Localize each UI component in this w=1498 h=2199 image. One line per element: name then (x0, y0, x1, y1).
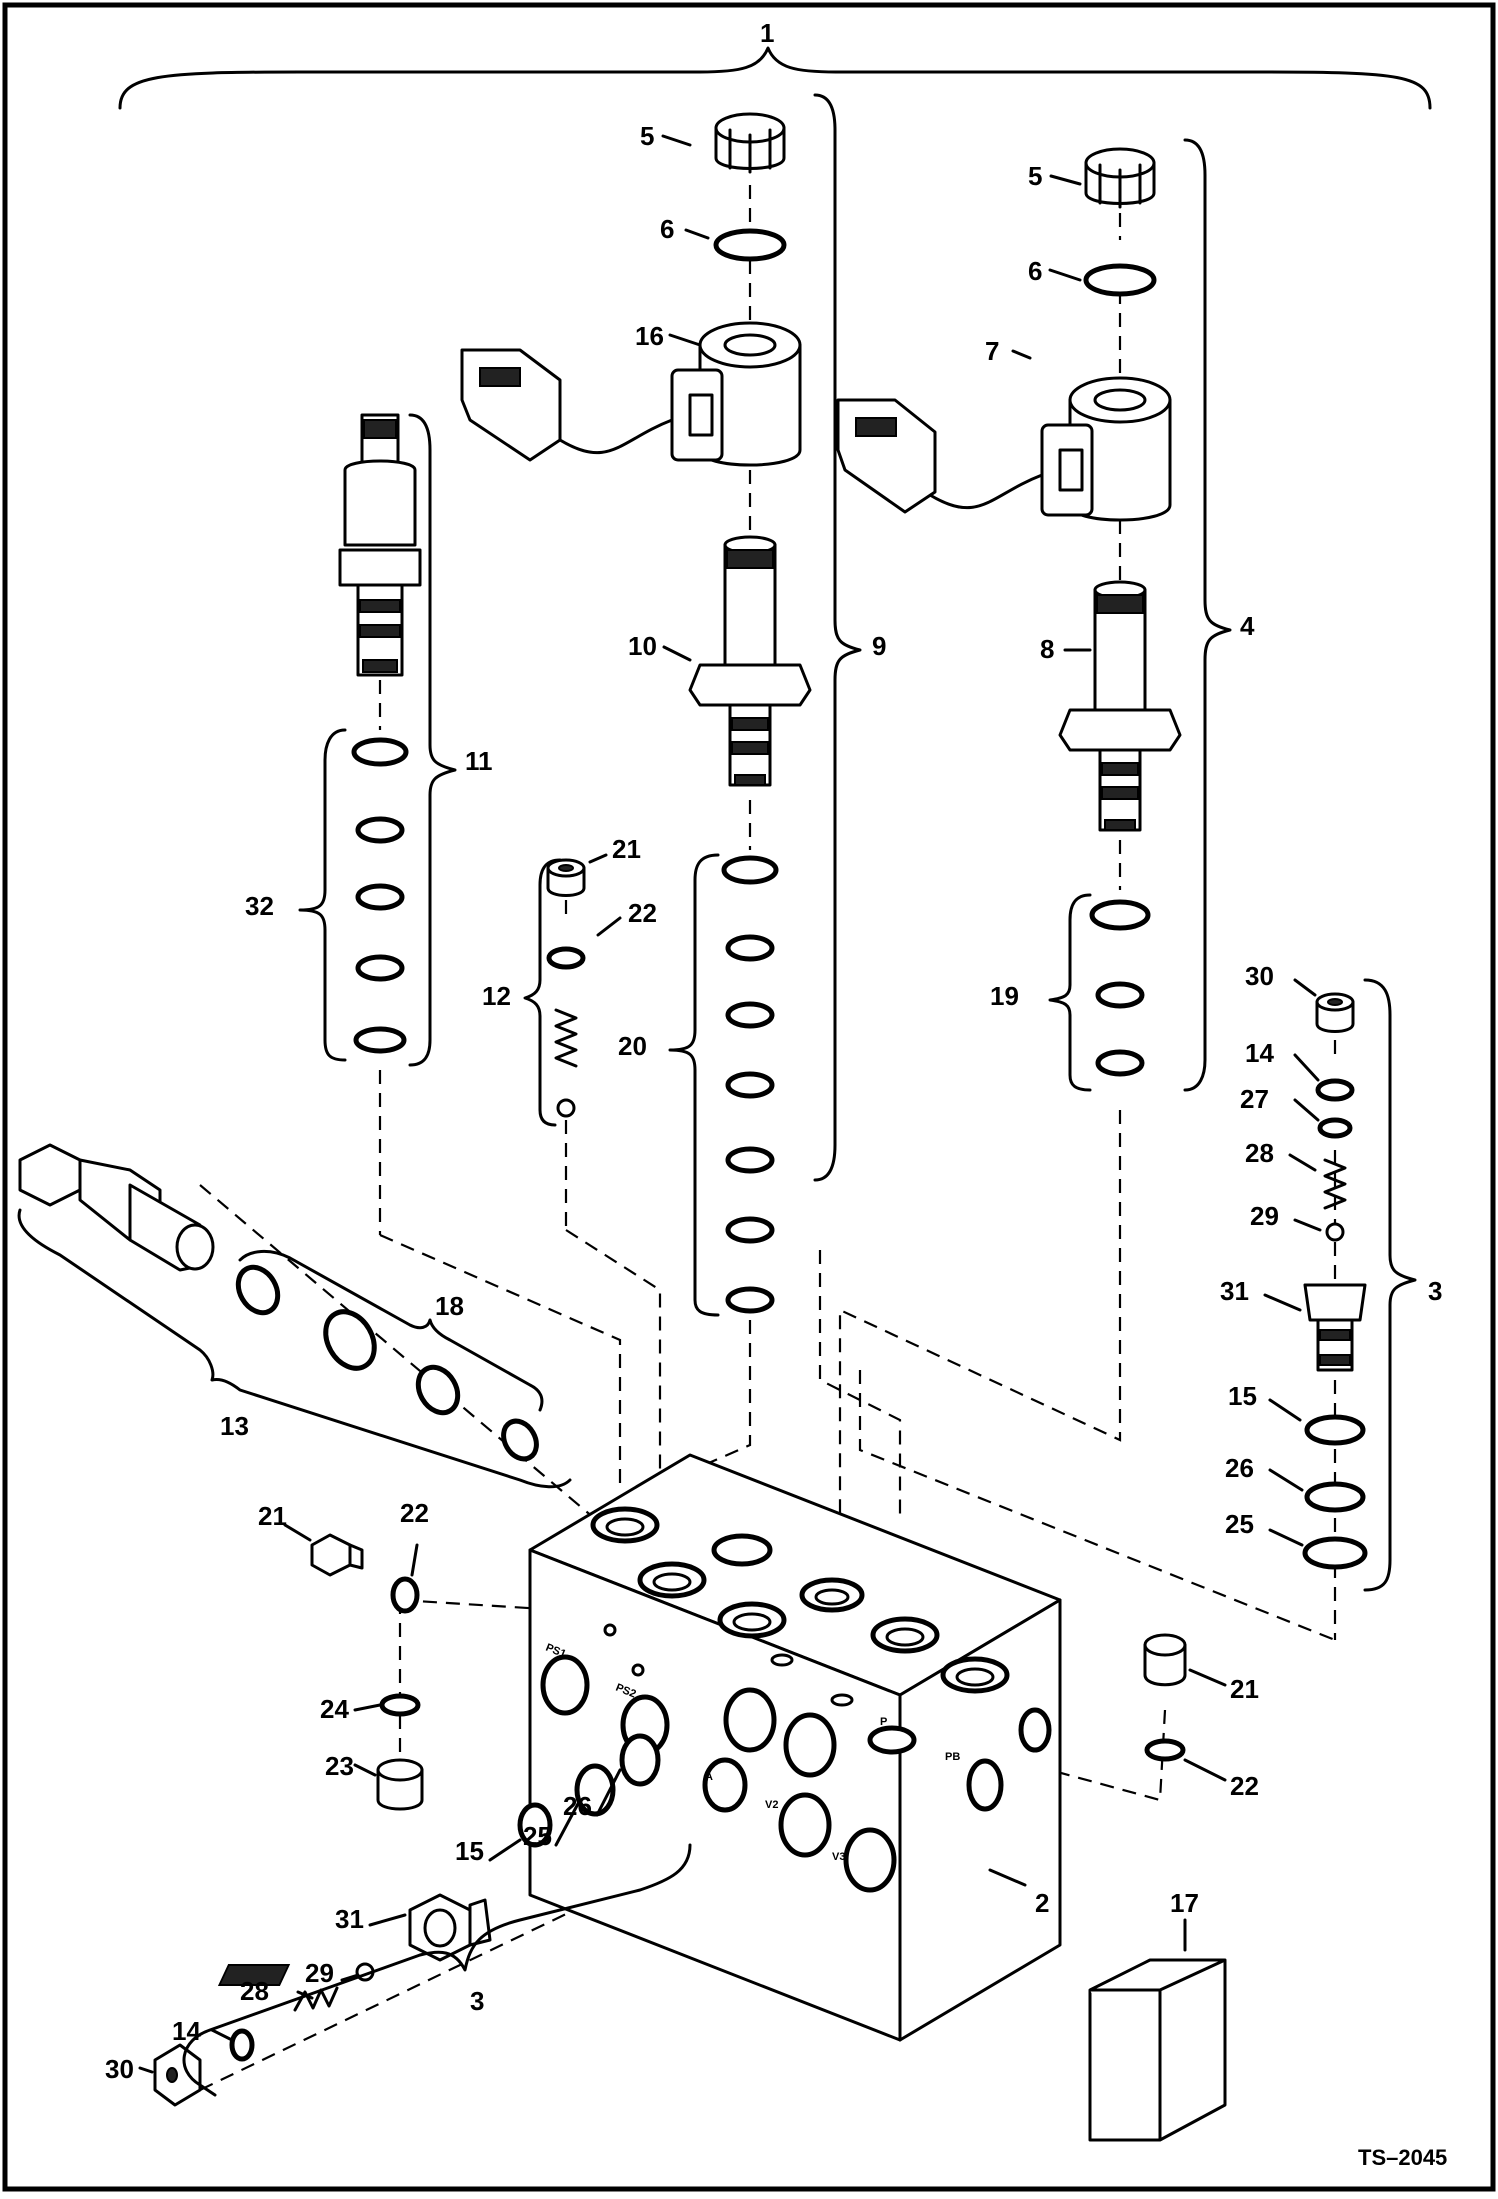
callout-22-upper: 22 (628, 898, 657, 928)
callout-31-right: 31 (1220, 1276, 1249, 1306)
brace-item-1 (118, 46, 1432, 110)
callout-14-bottom: 14 (172, 2016, 201, 2046)
seal-kit-20 (721, 855, 779, 1314)
callout-25-bottom: 25 (523, 1821, 552, 1851)
solenoid-coil-16 (460, 321, 802, 467)
check-valve-kit-3-bottom (153, 1733, 661, 2107)
plug-23 (376, 1758, 424, 1811)
callout-21-upper: 21 (612, 834, 641, 864)
check-valve-kit-3-right (1302, 992, 1368, 1570)
brace-item-11 (408, 413, 457, 1067)
port-label-v2: V2 (765, 1799, 778, 1811)
callout-3-right: 3 (1428, 1276, 1442, 1306)
callout-28-right: 28 (1245, 1138, 1274, 1168)
o-ring-24 (379, 1693, 421, 1717)
plug-21-right (1143, 1633, 1187, 1687)
seal-kit-19 (1089, 899, 1151, 1077)
plug-21-left (310, 1533, 364, 1577)
callout-14-right: 14 (1245, 1038, 1274, 1068)
port-label-a: A (705, 1771, 713, 1783)
leader-lines (138, 134, 1322, 2074)
pressure-switch-11 (338, 413, 422, 677)
callout-20: 20 (618, 1031, 647, 1061)
callout-24: 24 (320, 1694, 349, 1724)
valve-cartridge-8 (1058, 580, 1182, 832)
centerlines (199, 185, 1337, 2091)
port-label-pb: PB (945, 1751, 960, 1763)
callout-7: 7 (985, 336, 999, 366)
solenoid-cap-5-left (714, 112, 786, 174)
callout-6-left: 6 (660, 214, 674, 244)
port-label-p: P (880, 1716, 887, 1728)
callout-19: 19 (990, 981, 1019, 1011)
callout-15-bottom: 15 (455, 1836, 484, 1866)
callout-30-right: 30 (1245, 961, 1274, 991)
callout-21-left: 21 (258, 1501, 287, 1531)
callout-26-right: 26 (1225, 1453, 1254, 1483)
brace-item-18 (238, 1250, 544, 1412)
callout-17: 17 (1170, 1888, 1199, 1918)
callout-26-bottom: 26 (563, 1791, 592, 1821)
o-ring-22-left (390, 1576, 420, 1614)
callout-29-bottom: 29 (305, 1958, 334, 1988)
callout-31-bottom: 31 (335, 1904, 364, 1934)
brace-item-9 (813, 93, 862, 1182)
seal-kit-18 (235, 1264, 539, 1462)
brace-item-3-right (1363, 978, 1417, 1592)
callout-32: 32 (245, 891, 274, 921)
callout-13: 13 (220, 1411, 249, 1441)
callout-18: 18 (435, 1291, 464, 1321)
valve-block-2: PS1 PS2 A V2 V3 P PB (528, 1453, 1062, 2042)
callout-23: 23 (325, 1751, 354, 1781)
callout-5-left: 5 (640, 121, 654, 151)
brace-item-20 (668, 853, 720, 1317)
seal-kit-32 (351, 737, 409, 1054)
callout-30-bottom: 30 (105, 2054, 134, 2084)
callout-10: 10 (628, 631, 657, 661)
drawing-code: TS–2045 (1358, 2145, 1447, 2170)
o-ring-6-right (1083, 263, 1157, 297)
solenoid-cap-5-right (1084, 147, 1156, 209)
callout-15-right: 15 (1228, 1381, 1257, 1411)
o-ring-6-left (713, 228, 787, 262)
callout-25-right: 25 (1225, 1509, 1254, 1539)
callout-22-right: 22 (1230, 1771, 1259, 1801)
callout-22-left: 22 (400, 1498, 429, 1528)
callout-6-right: 6 (1028, 256, 1042, 286)
brace-item-4 (1183, 138, 1232, 1092)
port-label-v3: V3 (832, 1851, 845, 1863)
callout-2: 2 (1035, 1888, 1049, 1918)
callout-1: 1 (760, 18, 774, 48)
manual-17 (217, 1958, 1227, 2142)
callout-numbers: 1 5 6 16 5 6 7 10 9 8 4 11 32 21 22 12 2… (105, 18, 1442, 2084)
callout-3-bottom: 3 (470, 1986, 484, 2016)
o-ring-22-right (1144, 1738, 1186, 1762)
solenoid-coil-7 (836, 376, 1172, 522)
callout-16: 16 (635, 321, 664, 351)
check-valve-kit-12 (546, 858, 586, 1118)
valve-cartridge-10 (688, 535, 812, 787)
callout-12: 12 (482, 981, 511, 1011)
brace-item-12 (523, 858, 562, 1127)
callout-28-bottom: 28 (240, 1976, 269, 2006)
brace-item-32 (298, 728, 347, 1062)
callout-4: 4 (1240, 611, 1255, 641)
callout-11: 11 (465, 746, 493, 776)
callout-29-right: 29 (1250, 1201, 1279, 1231)
relief-valve-13 (18, 1143, 215, 1272)
callout-21-right: 21 (1230, 1674, 1259, 1704)
callout-5-right: 5 (1028, 161, 1042, 191)
brace-item-19 (1048, 893, 1092, 1092)
callout-27: 27 (1240, 1084, 1269, 1114)
callout-9: 9 (872, 631, 886, 661)
callout-8: 8 (1040, 634, 1054, 664)
brace-item-3-bottom (182, 1843, 692, 2097)
brace-item-13 (17, 1208, 572, 1489)
